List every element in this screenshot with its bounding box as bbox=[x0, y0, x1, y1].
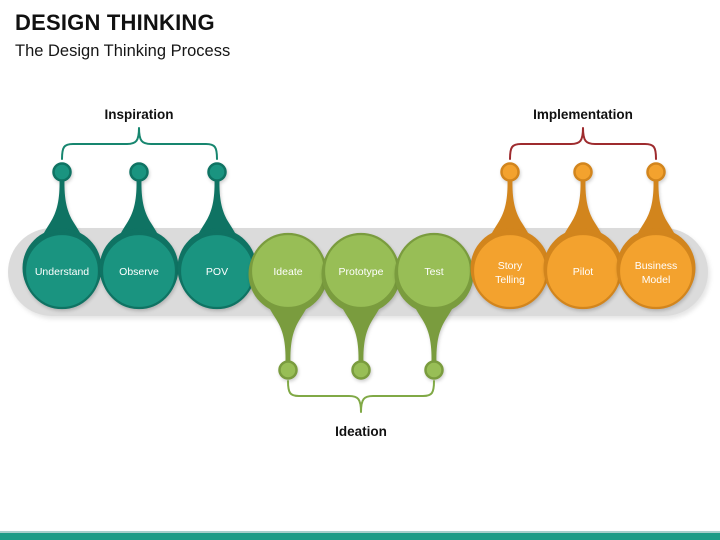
stage-label-line1: Business bbox=[635, 260, 678, 272]
connector-dot bbox=[573, 162, 593, 182]
pin-stem bbox=[339, 299, 383, 363]
group-label-inspiration: Inspiration bbox=[104, 107, 173, 122]
implementation-bracket bbox=[509, 127, 657, 160]
pin-stem bbox=[634, 179, 678, 243]
connector-dot bbox=[646, 162, 666, 182]
stage-business-model: Business Model bbox=[616, 162, 696, 310]
pin-stem bbox=[40, 179, 84, 243]
pin-stem bbox=[117, 179, 161, 243]
stage-story-telling: Story Telling bbox=[470, 162, 550, 310]
pin-stem bbox=[488, 179, 532, 243]
group-label-ideation: Ideation bbox=[335, 424, 387, 439]
stage-label: Understand bbox=[35, 266, 89, 278]
stage-pov: POV bbox=[177, 162, 257, 310]
stage-label: Test bbox=[424, 266, 443, 278]
stage-label-line1: Story bbox=[498, 260, 523, 272]
stage-label: Observe bbox=[119, 266, 159, 278]
stage-label: Prototype bbox=[339, 266, 384, 278]
group-label-implementation: Implementation bbox=[533, 107, 633, 122]
stage-observe: Observe bbox=[99, 162, 179, 310]
stage-label: Pilot bbox=[573, 266, 594, 278]
pin-stem bbox=[195, 179, 239, 243]
stage-understand: Understand bbox=[22, 162, 102, 310]
stage-bubble bbox=[617, 232, 695, 310]
stage-label-line2: Telling bbox=[495, 274, 525, 286]
stage-pilot: Pilot bbox=[543, 162, 623, 310]
stage-label-line2: Model bbox=[642, 274, 671, 286]
connector-dot bbox=[52, 162, 72, 182]
footer-bar bbox=[0, 533, 720, 540]
connector-dot bbox=[278, 360, 298, 380]
ideation-bracket bbox=[287, 380, 435, 413]
page-title: DESIGN THINKING bbox=[15, 10, 215, 35]
footer-accent-line bbox=[0, 531, 720, 533]
stage-bubble bbox=[100, 232, 178, 310]
pin-stem bbox=[412, 299, 456, 363]
stage-bubble bbox=[23, 232, 101, 310]
connector-dot bbox=[351, 360, 371, 380]
connector-dot bbox=[424, 360, 444, 380]
page-subtitle: The Design Thinking Process bbox=[15, 42, 231, 60]
stage-label: POV bbox=[206, 266, 228, 278]
pin-stem bbox=[266, 299, 310, 363]
connector-dot bbox=[129, 162, 149, 182]
stage-prototype: Prototype bbox=[321, 232, 401, 380]
stage-label: Ideate bbox=[273, 266, 302, 278]
stage-ideate: Ideate bbox=[248, 232, 328, 380]
connector-dot bbox=[207, 162, 227, 182]
inspiration-bracket bbox=[61, 127, 218, 160]
stage-test: Test bbox=[394, 232, 474, 380]
pin-stem bbox=[561, 179, 605, 243]
connector-dot bbox=[500, 162, 520, 182]
